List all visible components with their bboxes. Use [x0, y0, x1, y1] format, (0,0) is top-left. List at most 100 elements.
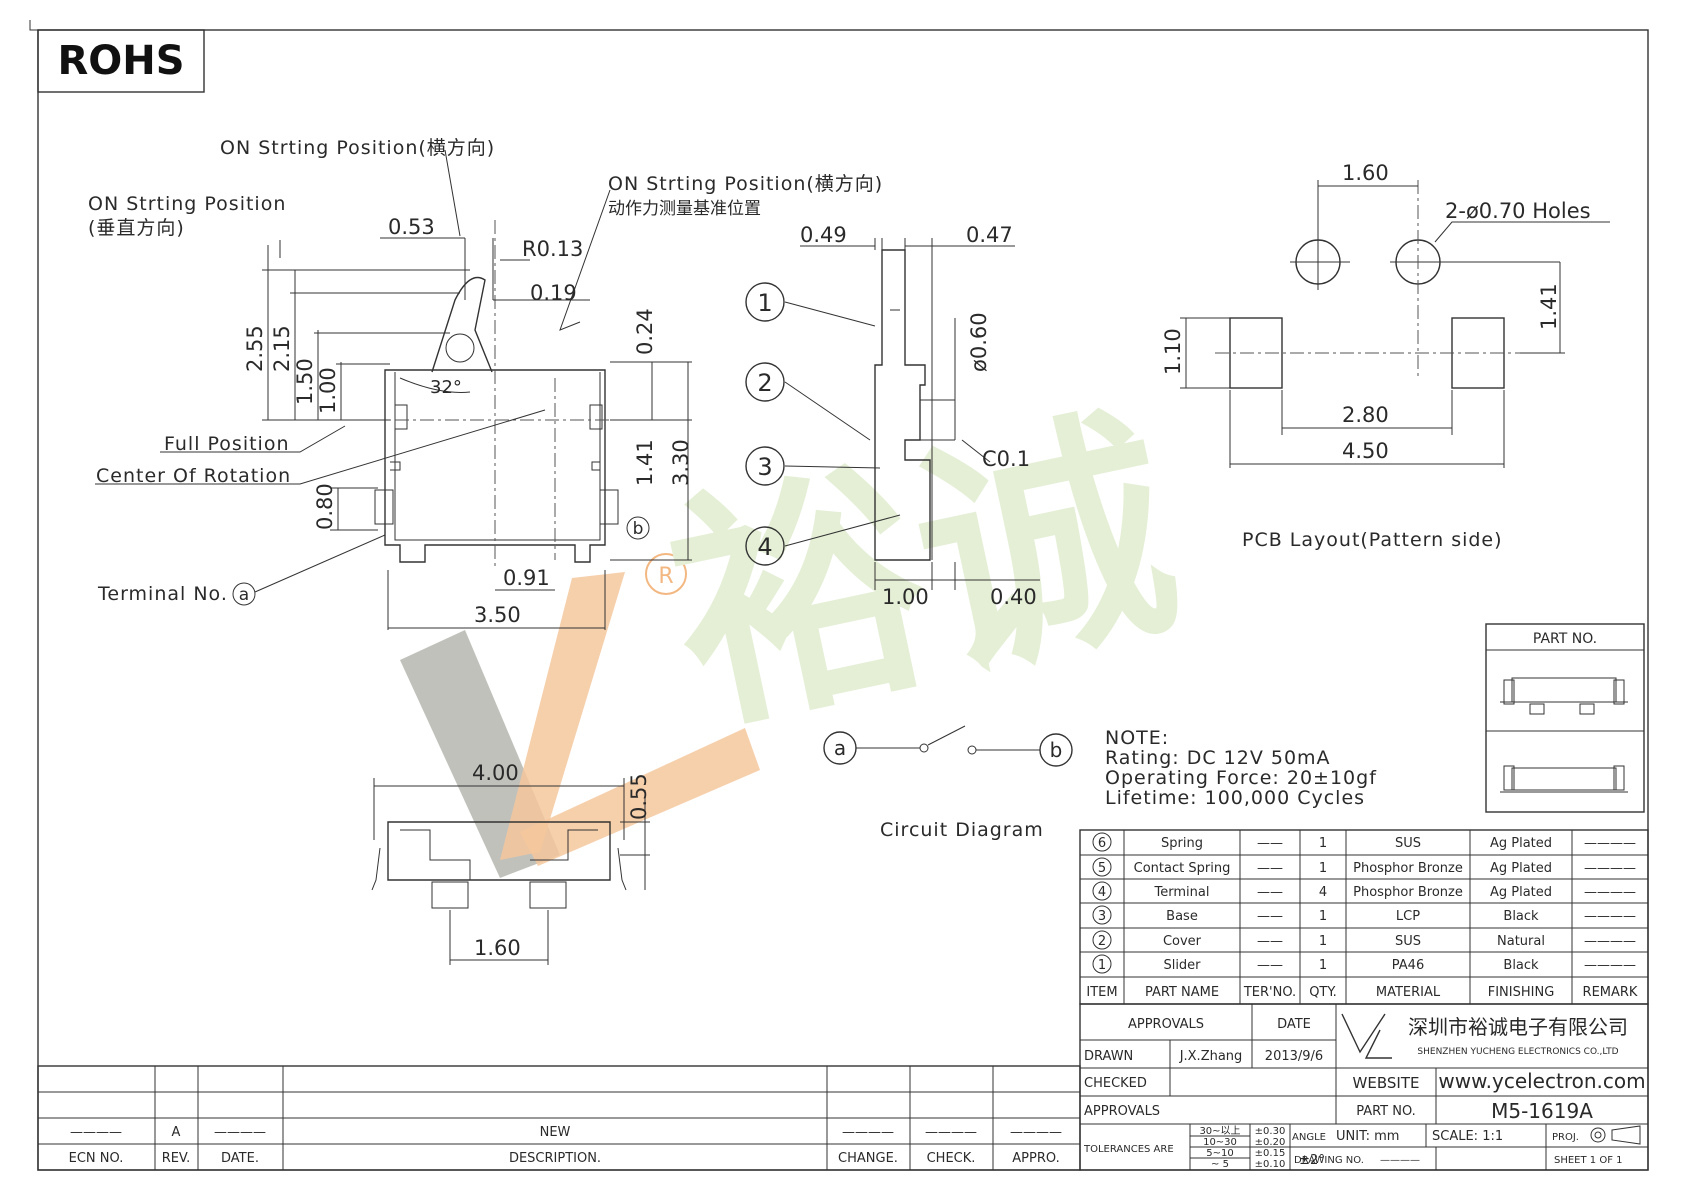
rev-check-value: ————	[925, 1125, 977, 1140]
bom-ter: ——	[1257, 909, 1283, 924]
tol-value: ±0.15	[1255, 1148, 1286, 1159]
bom-ter: ——	[1257, 958, 1283, 973]
annotation-on-start-horizontal: ON Strting Position(横方向)	[220, 137, 495, 159]
rev-desc-value: NEW	[540, 1125, 571, 1140]
tol-value: ±0.10	[1255, 1159, 1286, 1170]
circuit-title: Circuit Diagram	[880, 819, 1044, 841]
bom-qty: 1	[1319, 934, 1327, 949]
section-view: 0.49 0.47 ø0.60 C0.1 1.00 0.40 1 2 3 4	[745, 223, 1040, 609]
drawn-label: DRAWN	[1084, 1049, 1133, 1064]
bom-table: 6 Spring —— 1 SUS Ag Plated ———— 5 Conta…	[1079, 829, 1649, 1005]
sheet-label: SHEET 1 OF 1	[1554, 1155, 1623, 1166]
balloon-4	[745, 526, 785, 566]
terminal-b-circle	[626, 516, 650, 540]
angle-label: 32°	[430, 377, 462, 398]
bom-name: Contact Spring	[1134, 861, 1231, 876]
balloon-4-label: 4	[757, 533, 772, 561]
bom-item: 4	[1098, 885, 1106, 900]
bom-header-qty: QTY.	[1309, 985, 1337, 1000]
bom-header: ITEM PART NAME TER'NO. QTY. MATERIAL FIN…	[1086, 985, 1638, 1000]
rev-appro-value: ————	[1010, 1125, 1062, 1140]
bom-material: Phosphor Bronze	[1353, 861, 1463, 876]
bom-header-name: PART NAME	[1145, 985, 1219, 1000]
part-no-box: PART NO.	[1485, 623, 1645, 813]
annotation-terminal-no: Terminal No.	[97, 583, 228, 605]
dim-r013: R0.13	[522, 237, 583, 261]
bom-qty: 1	[1319, 836, 1327, 851]
tol-range: ~ 5	[1211, 1159, 1229, 1170]
bom-remark: ————	[1584, 885, 1636, 900]
side-view: ON Strting Position(横方向) ON Strting Posi…	[88, 137, 693, 630]
bom-row: 1 Slider —— 1 PA46 Black ————	[1092, 954, 1636, 974]
bom-name: Cover	[1163, 934, 1202, 949]
registered-letter: R	[658, 564, 673, 589]
tol-range: 10~30	[1203, 1137, 1237, 1148]
bom-qty: 4	[1319, 885, 1327, 900]
bom-header-remark: REMARK	[1583, 985, 1638, 1000]
rohs-box	[37, 29, 205, 93]
rev-desc-header: DESCRIPTION.	[509, 1151, 601, 1166]
bom-remark: ————	[1584, 836, 1636, 851]
rev-date-header: DATE.	[221, 1151, 259, 1166]
terminal-b-label: b	[633, 519, 644, 539]
bom-remark: ————	[1584, 909, 1636, 924]
drawn-date: 2013/9/6	[1265, 1049, 1323, 1064]
drawing-no-value: ————	[1380, 1155, 1420, 1166]
part-no-label: PART NO.	[1356, 1104, 1416, 1119]
bom-finishing: Natural	[1497, 934, 1545, 949]
rev-check-header: CHECK.	[927, 1151, 976, 1166]
dim-215: 2.15	[270, 325, 294, 372]
pcb-dim-280: 2.80	[1342, 403, 1389, 427]
bom-item: 2	[1098, 934, 1106, 949]
pcb-dim-160: 1.60	[1342, 161, 1389, 185]
note-force: Operating Force: 20±10gf	[1105, 767, 1377, 789]
thumb-top	[1500, 677, 1628, 715]
bom-row: 3 Base —— 1 LCP Black ————	[1092, 905, 1636, 925]
dim-400: 4.00	[472, 761, 519, 785]
bom-finishing: Ag Plated	[1490, 885, 1552, 900]
note-rating: Rating: DC 12V 50mA	[1105, 747, 1331, 769]
note-title: NOTE:	[1105, 727, 1169, 749]
dim-053: 0.53	[388, 215, 435, 239]
bom-name: Spring	[1161, 836, 1203, 851]
part-no-value: M5-1619A	[1491, 1099, 1593, 1123]
note-lifetime: Lifetime: 100,000 Cycles	[1105, 787, 1365, 809]
bom-qty: 1	[1319, 909, 1327, 924]
dim-100: 1.00	[316, 367, 340, 414]
pcb-dim-141: 1.41	[1537, 283, 1561, 330]
bom-item: 5	[1098, 861, 1106, 876]
dim-047: 0.47	[966, 223, 1013, 247]
bom-remark: ————	[1584, 861, 1636, 876]
circuit-b-label: b	[1050, 738, 1063, 762]
company-name-en: SHENZHEN YUCHENG ELECTRONICS CO.,LTD	[1417, 1047, 1618, 1057]
tolerances-label: TOLERANCES ARE	[1083, 1144, 1174, 1155]
dim-150: 1.50	[293, 358, 317, 405]
bom-remark: ————	[1584, 958, 1636, 973]
bom-row: 4 Terminal —— 4 Phosphor Bronze Ag Plate…	[1092, 881, 1636, 901]
drawing-no-label: DRAWING NO.	[1294, 1155, 1364, 1166]
dim-255: 2.55	[243, 325, 267, 372]
rev-date-value: ————	[214, 1125, 266, 1140]
rohs-label: ROHS	[57, 38, 184, 84]
rev-ecn-value: ————	[70, 1125, 122, 1140]
title-block: APPROVALS DATE DRAWN J.X.Zhang 2013/9/6 …	[1079, 1003, 1649, 1171]
bom-material: Phosphor Bronze	[1353, 885, 1463, 900]
bom-name: Slider	[1163, 958, 1201, 973]
watermark-brand: 裕诚	[648, 379, 1198, 768]
annotation-center-rotation: Center Of Rotation	[96, 465, 291, 487]
bom-name: Base	[1166, 909, 1198, 924]
rev-rev-value: A	[172, 1125, 181, 1140]
circuit-diagram: a b Circuit Diagram	[823, 725, 1073, 841]
bom-header-material: MATERIAL	[1376, 985, 1441, 1000]
dim-section-100: 1.00	[882, 585, 929, 609]
bom-material: SUS	[1395, 836, 1421, 851]
rev-ecn-header: ECN NO.	[69, 1151, 124, 1166]
bom-item: 1	[1098, 958, 1106, 973]
pcb-layout: 1.60 2-ø0.70 Holes 1.41 1.10 2.80 4.50 P…	[1161, 161, 1610, 551]
annotation-full-position: Full Position	[164, 433, 290, 455]
scale-label: SCALE: 1:1	[1432, 1129, 1503, 1144]
dim-141: 1.41	[633, 439, 657, 486]
bom-header-finishing: FINISHING	[1488, 985, 1555, 1000]
website-label: WEBSITE	[1353, 1074, 1420, 1092]
bom-row: 2 Cover —— 1 SUS Natural ————	[1092, 930, 1636, 950]
